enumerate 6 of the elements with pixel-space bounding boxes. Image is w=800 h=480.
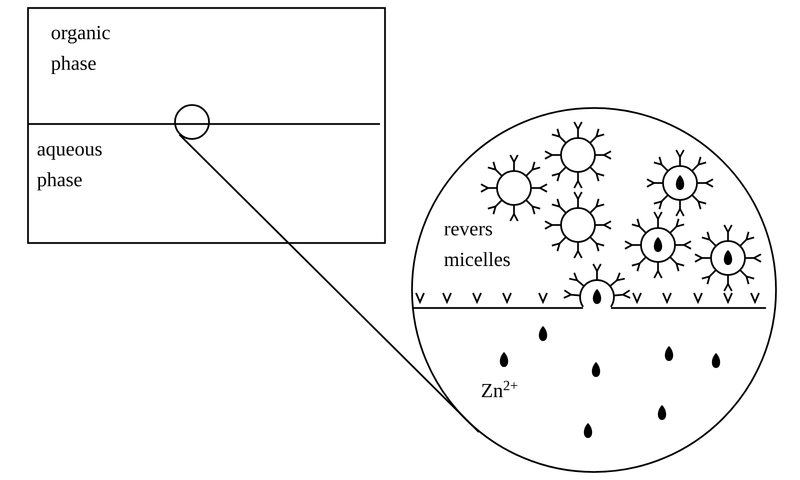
phase-label: organic phase [51,26,110,74]
phase-label: revers micelles [444,226,510,266]
phase-label: Zn$^{2+}$ [482,380,518,398]
phase-label: aqueous phase [37,146,102,190]
zoom-line [178,134,480,433]
magnifier-circle [174,104,210,140]
